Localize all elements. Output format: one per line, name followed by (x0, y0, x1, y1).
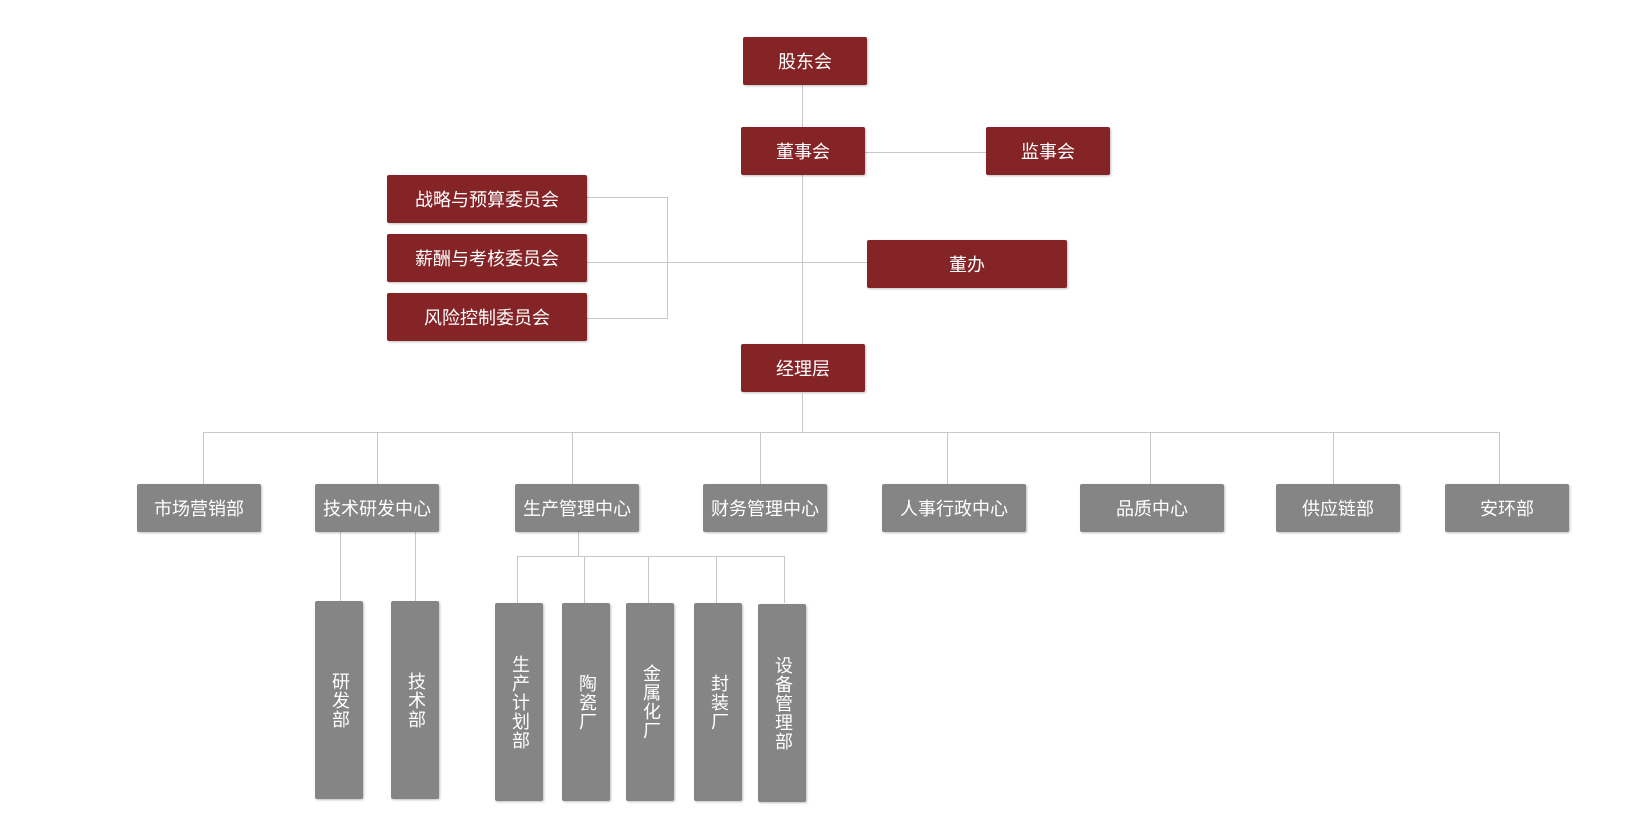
subdept-tech-node: 技术部 (391, 601, 439, 799)
connector-drop-finance (760, 432, 761, 484)
connector-production-planning (517, 556, 518, 603)
subdept-rd-node: 研发部 (315, 601, 363, 799)
risk-committee-node: 风险控制委员会 (387, 293, 587, 341)
board-office-node: 董办 (867, 240, 1067, 288)
connector-production-ceramics (584, 556, 585, 603)
connector-board-management (802, 175, 803, 346)
connector-committees-board-office (587, 262, 868, 263)
connector-drop-supply-chain (1333, 432, 1334, 484)
subdept-packaging-node: 封装厂 (694, 603, 742, 801)
connector-committees-bracket-vertical (667, 197, 668, 319)
connector-drop-production (572, 432, 573, 484)
connector-departments-bus (203, 432, 1500, 433)
connector-board-supervisory (865, 152, 987, 153)
subdept-metallization-node: 金属化厂 (626, 603, 674, 801)
subdept-planning-node: 生产计划部 (495, 603, 543, 801)
connector-committee-strategy (587, 197, 667, 198)
dept-production-node: 生产管理中心 (515, 484, 639, 532)
connector-drop-quality (1150, 432, 1151, 484)
connector-tech-rd-tech (415, 532, 416, 601)
connector-management-bus (802, 393, 803, 433)
dept-tech-rd-node: 技术研发中心 (315, 484, 439, 532)
board-node: 董事会 (741, 127, 865, 175)
dept-safety-env-node: 安环部 (1445, 484, 1569, 532)
compensation-committee-node: 薪酬与考核委员会 (387, 234, 587, 282)
connector-drop-marketing (203, 432, 204, 484)
connector-tech-rd-rd (340, 532, 341, 601)
connector-drop-hr-admin (947, 432, 948, 484)
connector-production-bus (517, 556, 784, 557)
dept-quality-node: 品质中心 (1080, 484, 1224, 532)
supervisory-board-node: 监事会 (986, 127, 1110, 175)
strategy-committee-node: 战略与预算委员会 (387, 175, 587, 223)
subdept-equipment-node: 设备管理部 (758, 604, 806, 802)
connector-production-stem (578, 532, 579, 556)
dept-marketing-node: 市场营销部 (137, 484, 261, 532)
connector-production-equipment (784, 556, 785, 603)
subdept-ceramics-node: 陶瓷厂 (562, 603, 610, 801)
dept-supply-chain-node: 供应链部 (1276, 484, 1400, 532)
dept-finance-node: 财务管理中心 (703, 484, 827, 532)
connector-drop-tech-rd (377, 432, 378, 484)
management-node: 经理层 (741, 344, 865, 392)
shareholders-node: 股东会 (743, 37, 867, 85)
dept-hr-admin-node: 人事行政中心 (882, 484, 1026, 532)
connector-production-packaging (716, 556, 717, 603)
connector-shareholders-board (802, 84, 803, 127)
connector-production-metallization (648, 556, 649, 603)
connector-committee-risk (587, 318, 667, 319)
connector-drop-safety-env (1499, 432, 1500, 484)
